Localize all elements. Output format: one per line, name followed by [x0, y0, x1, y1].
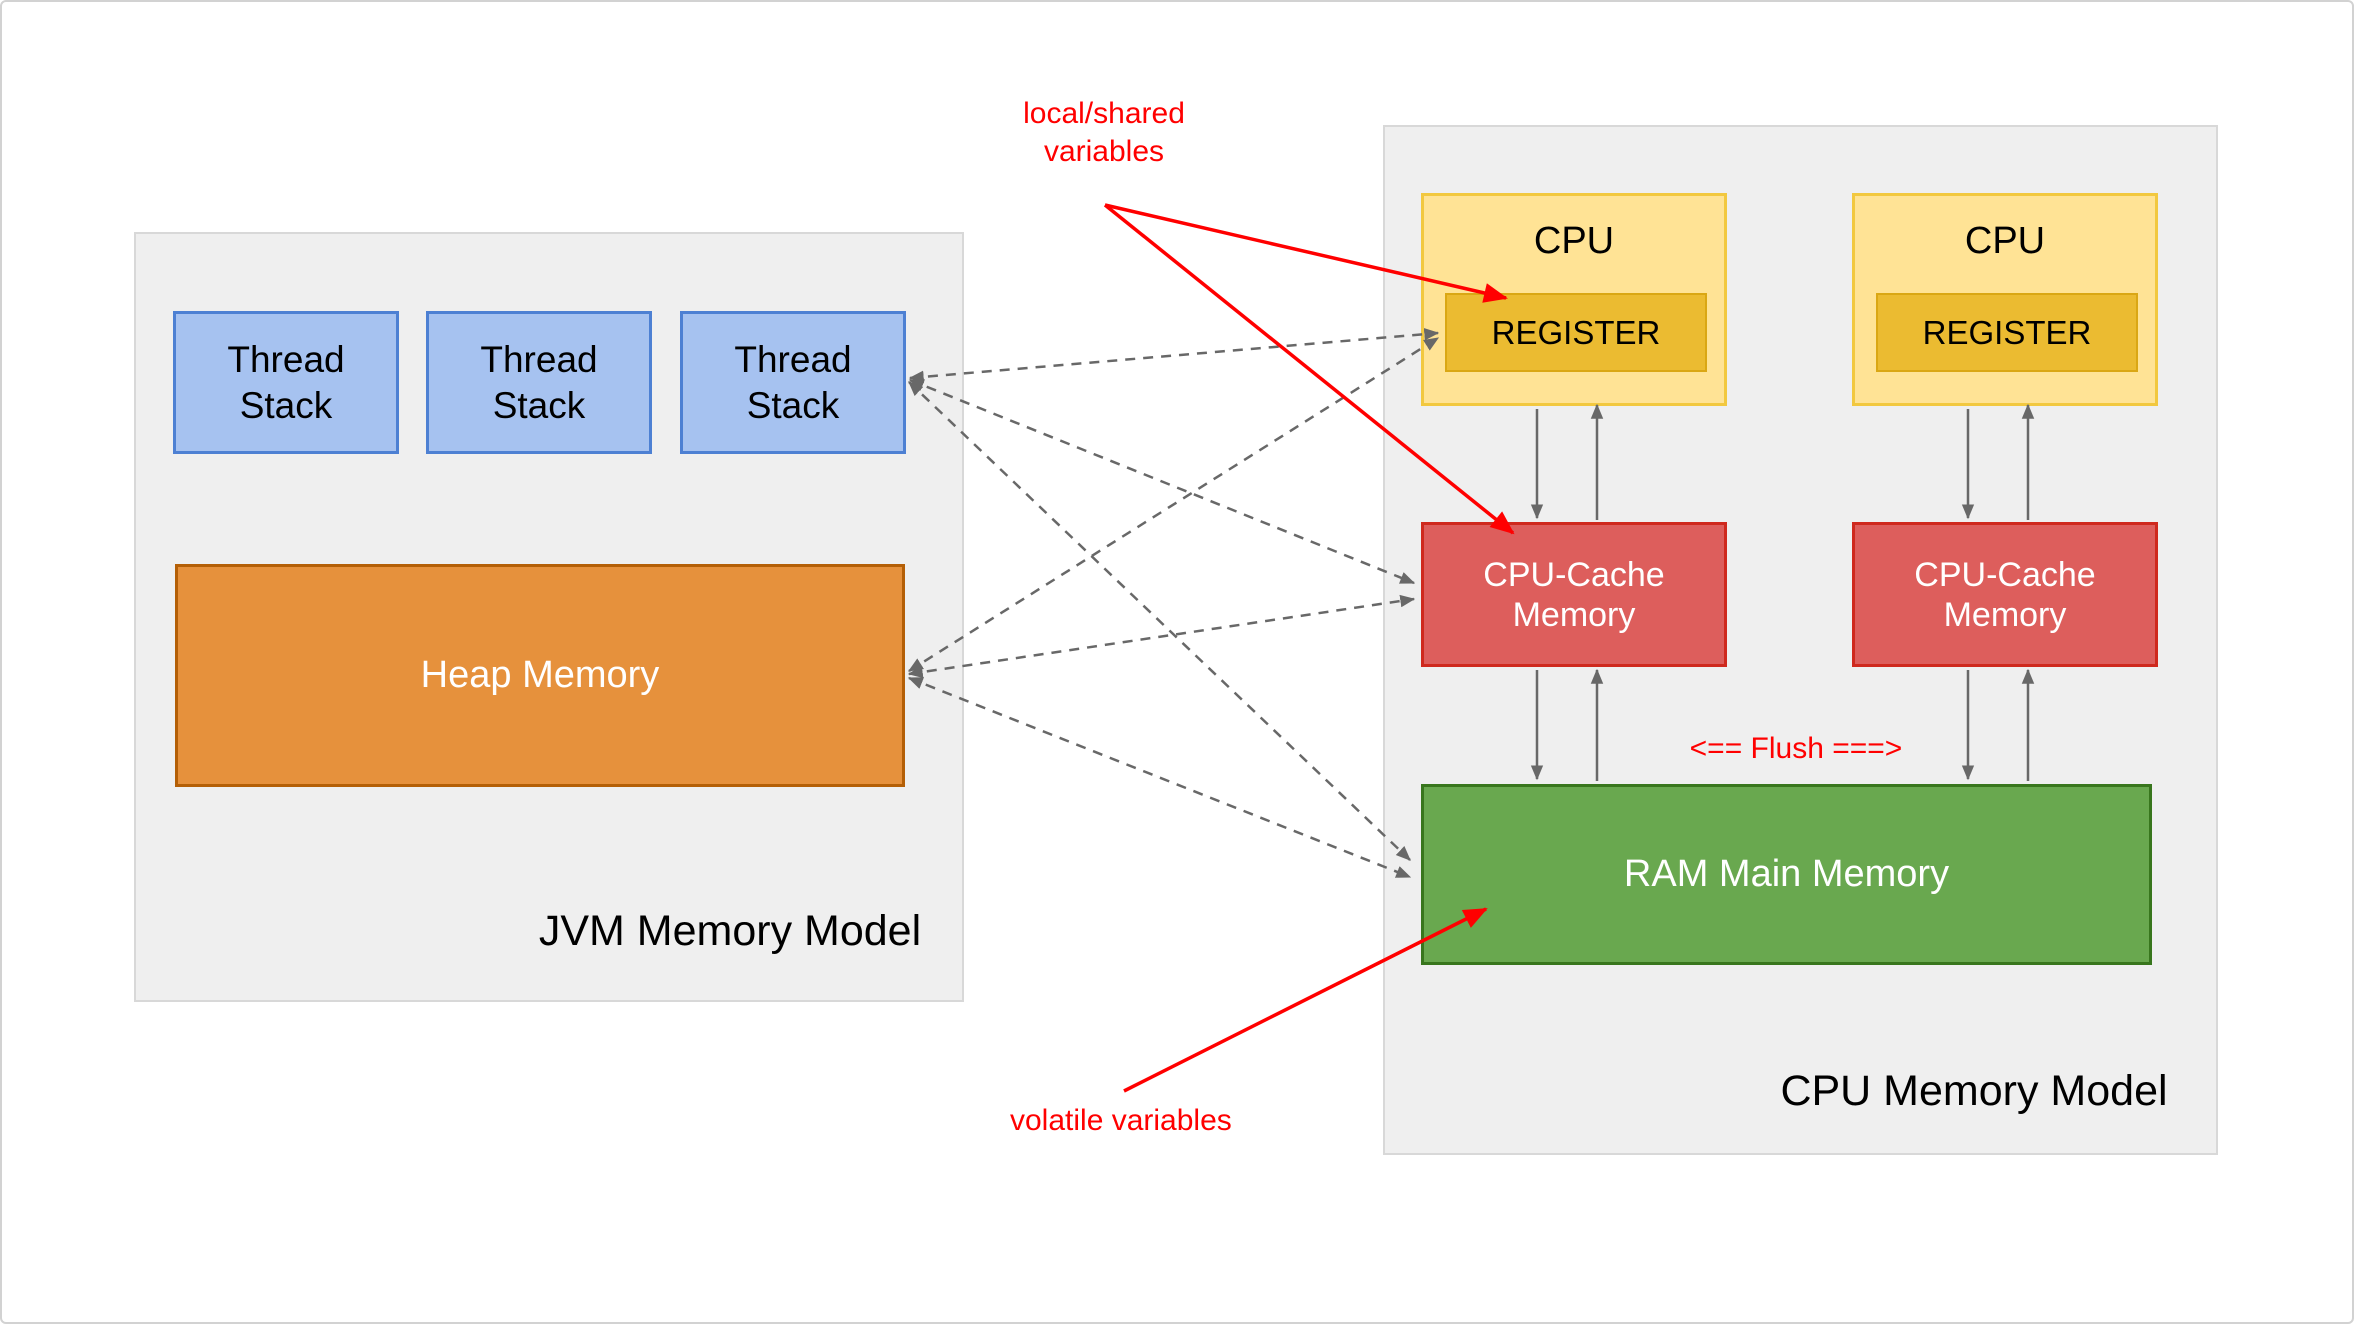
- dashed-arrow-threadstack-to-register: [908, 327, 1440, 384]
- local-shared-variables-label: local/shared variables: [1023, 97, 1185, 168]
- dashed-arrow-heap-to-register: [907, 336, 1440, 673]
- cpu-box-2: CPU REGISTER: [1852, 193, 2158, 406]
- cpu-label-1: CPU: [1533, 220, 1615, 262]
- register-label-2: REGISTER: [1922, 313, 2092, 351]
- cpu-label-2: CPU: [1964, 220, 2046, 262]
- thread-stack-label-3: Thread Stack: [734, 338, 852, 426]
- cpu-box-1: CPU REGISTER: [1421, 193, 1727, 406]
- ram-main-memory-box: RAM Main Memory: [1421, 784, 2152, 965]
- cpu-cache-box-2: CPU-Cache Memory: [1852, 522, 2158, 667]
- cpu-cache-label-2: CPU-Cache Memory: [1914, 555, 2096, 634]
- dashed-arrow-heap-to-cache: [907, 594, 1416, 679]
- register-box-1: REGISTER: [1445, 293, 1707, 372]
- ram-main-memory-label: RAM Main Memory: [1623, 853, 1950, 895]
- dashed-arrow-threadstack-to-ram: [908, 381, 1411, 861]
- flush-label: <== Flush ===>: [1689, 732, 1903, 765]
- register-label-1: REGISTER: [1491, 313, 1661, 351]
- thread-stack-box-1: Thread Stack: [173, 311, 399, 454]
- register-box-2: REGISTER: [1876, 293, 2138, 372]
- volatile-variables-label: volatile variables: [1010, 1104, 1232, 1137]
- cpu-cache-box-1: CPU-Cache Memory: [1421, 522, 1727, 667]
- dashed-arrow-threadstack-to-cache: [908, 378, 1416, 585]
- thread-stack-label-2: Thread Stack: [480, 338, 598, 426]
- thread-stack-box-3: Thread Stack: [680, 311, 906, 454]
- heap-memory-box: Heap Memory: [175, 564, 905, 787]
- thread-stack-box-2: Thread Stack: [426, 311, 652, 454]
- dashed-arrow-heap-to-ram: [907, 676, 1412, 879]
- cpu-panel-title: CPU Memory Model: [1780, 1067, 2168, 1115]
- thread-stack-label-1: Thread Stack: [227, 338, 345, 426]
- heap-memory-label: Heap Memory: [420, 654, 660, 696]
- cpu-cache-label-1: CPU-Cache Memory: [1483, 555, 1665, 634]
- jvm-panel-title: JVM Memory Model: [538, 907, 922, 955]
